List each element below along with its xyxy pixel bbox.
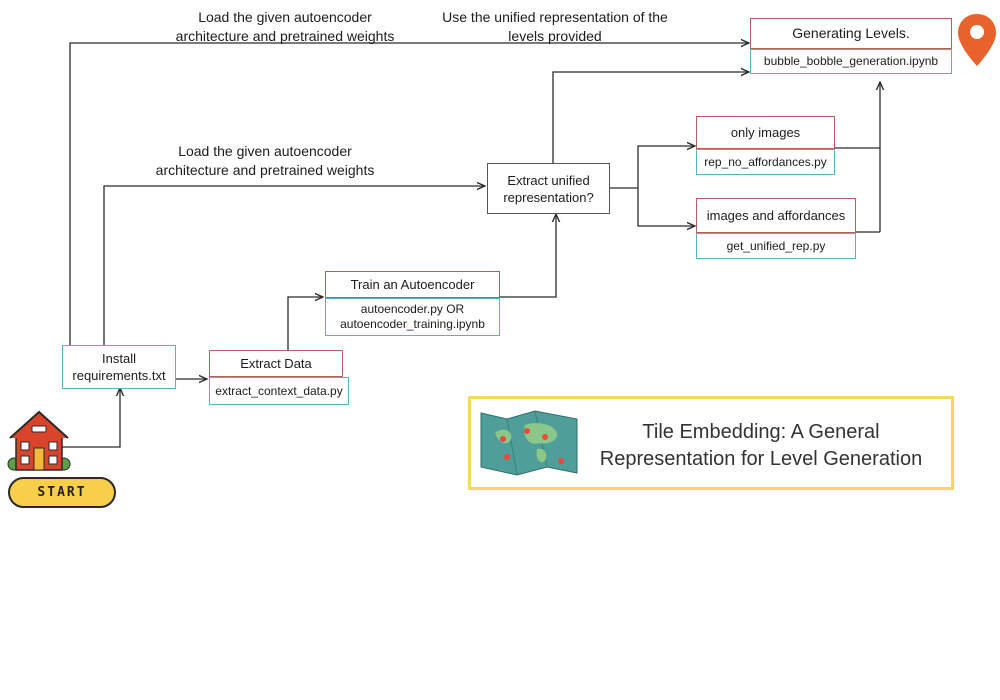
file-bubble-bobble-generation-label: bubble_bobble_generation.ipynb [763, 54, 939, 68]
node-images-affordances-title: images and affordances [706, 208, 846, 223]
file-rep-no-affordances: rep_no_affordances.py [696, 149, 835, 175]
node-only-images-title: only images [730, 125, 801, 140]
node-images-affordances: images and affordances [696, 198, 856, 233]
edge-start-install [60, 388, 120, 448]
edge-train-unified [500, 214, 556, 298]
edge-branch-onlyimages [637, 146, 695, 188]
edge-install-unified [103, 186, 485, 345]
title-card: Tile Embedding: A General Representation… [468, 396, 954, 490]
file-extract-context-data-label: extract_context_data.py [215, 383, 343, 398]
map-icon [480, 410, 578, 476]
title-card-text: Tile Embedding: A General Representation… [599, 421, 923, 470]
node-extract-data-title: Extract Data [240, 356, 312, 371]
node-only-images: only images [696, 116, 835, 149]
file-autoencoder: autoencoder.py OR autoencoder_training.i… [325, 298, 500, 336]
edge-branch-affordances [637, 188, 695, 226]
node-generating-levels-title: Generating Levels. [792, 25, 910, 41]
start-button[interactable]: START [8, 477, 116, 508]
file-bubble-bobble-generation: bubble_bobble_generation.ipynb [750, 49, 952, 74]
start-button-label: START [37, 485, 87, 500]
file-autoencoder-training: autoencoder_training.ipynb [340, 317, 485, 331]
file-get-unified-rep-label: get_unified_rep.py [726, 238, 826, 253]
edge-extractdata-train [287, 297, 323, 350]
house-icon [7, 410, 71, 471]
node-train-autoencoder: Train an Autoencoder [325, 271, 500, 298]
node-generating-levels: Generating Levels. [750, 18, 952, 49]
file-extract-context-data: extract_context_data.py [209, 377, 349, 405]
file-get-unified-rep: get_unified_rep.py [696, 233, 856, 259]
node-extract-data: Extract Data [209, 350, 343, 377]
node-extract-unified: Extract unified representation? [487, 163, 610, 214]
file-autoencoder-py: autoencoder.py OR [360, 302, 465, 316]
label-middle-left: Load the given autoencoder architecture … [155, 143, 375, 178]
location-pin-icon [958, 14, 996, 66]
node-install-requirements: Install requirements.txt [62, 345, 176, 389]
label-top-left: Load the given autoencoder architecture … [175, 9, 395, 44]
label-top-right: Use the unified representation of the le… [442, 9, 668, 44]
edge-install-generating [69, 43, 749, 345]
node-install-requirements-title: Install requirements.txt [72, 351, 166, 383]
node-train-autoencoder-title: Train an Autoencoder [350, 277, 475, 292]
file-rep-no-affordances-label: rep_no_affordances.py [704, 154, 827, 169]
edge-unified-generating [552, 72, 749, 163]
node-extract-unified-title: Extract unified representation? [503, 172, 594, 205]
